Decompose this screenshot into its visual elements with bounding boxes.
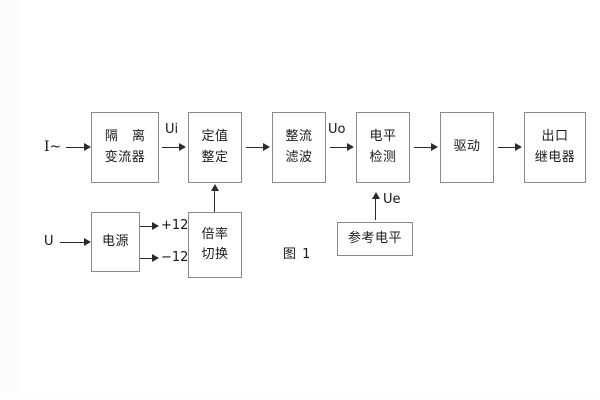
block-power-supply-line1: 电源	[101, 233, 129, 249]
rail-negative-arrowhead	[152, 254, 159, 262]
setting-to-rectify-line	[246, 147, 263, 148]
level-to-drive-arrowhead	[431, 143, 438, 151]
signal-uo-arrowhead	[347, 143, 354, 151]
block-output-relay: 出口 继电器	[524, 112, 586, 183]
voltage-input-line	[60, 242, 84, 243]
page-edge-left	[0, 0, 20, 400]
current-input-arrowhead	[84, 143, 91, 151]
block-output-relay-line2: 继电器	[534, 149, 576, 165]
block-multiplier-switch: 倍率 切换	[188, 212, 242, 278]
current-input-label: I~	[44, 139, 62, 155]
signal-ue-line	[375, 198, 376, 220]
block-isolation-transformer-line1: 隔 离	[104, 129, 151, 145]
voltage-input-arrowhead	[84, 238, 91, 246]
block-multiplier-switch-line1: 倍率	[201, 226, 229, 242]
block-level-detection: 电平 检测	[356, 112, 410, 183]
signal-uo-line	[330, 147, 347, 148]
rail-positive-arrowhead	[152, 222, 159, 230]
block-level-detection-line2: 检测	[369, 149, 397, 165]
block-setting-value-line2: 整定	[201, 149, 229, 165]
voltage-input-label: U	[44, 234, 55, 249]
signal-ue-arrowhead	[372, 192, 380, 199]
block-power-supply: 电源	[91, 212, 140, 272]
block-rectify-filter-line1: 整流	[285, 129, 313, 145]
drive-to-relay-line	[498, 147, 515, 148]
setting-to-rectify-arrowhead	[263, 143, 270, 151]
block-output-relay-line1: 出口	[541, 129, 569, 145]
level-to-drive-line	[414, 147, 431, 148]
block-level-detection-line1: 电平	[369, 129, 397, 145]
rail-positive-line	[140, 226, 156, 227]
rail-negative-line	[140, 258, 156, 259]
page-edge-bottom	[0, 392, 600, 400]
block-rectify-filter: 整流 滤波	[272, 112, 326, 183]
drive-to-relay-arrowhead	[515, 143, 522, 151]
block-reference-level: 参考电平	[337, 222, 413, 256]
multiplier-to-setting-arrowhead	[211, 184, 219, 191]
block-multiplier-switch-line2: 切换	[201, 247, 229, 262]
block-drive-line1: 驱动	[453, 139, 481, 155]
block-rectify-filter-line2: 滤波	[285, 149, 313, 165]
current-input-line	[66, 147, 84, 148]
block-isolation-transformer-line2: 变流器	[104, 149, 146, 165]
block-reference-level-line1: 参考电平	[347, 230, 402, 246]
signal-uo-label: Uo	[328, 122, 346, 137]
signal-ui-arrowhead	[179, 143, 186, 151]
signal-ui-line	[162, 147, 179, 148]
block-isolation-transformer: 隔 离 变流器	[91, 112, 159, 183]
block-drive: 驱动	[440, 112, 494, 183]
signal-ue-label: Ue	[383, 192, 401, 207]
multiplier-to-setting-line	[214, 190, 215, 212]
figure-caption: 图 1	[283, 247, 312, 262]
block-setting-value-line1: 定值	[201, 129, 229, 145]
block-setting-value: 定值 整定	[188, 112, 242, 183]
signal-ui-label: Ui	[165, 122, 179, 137]
